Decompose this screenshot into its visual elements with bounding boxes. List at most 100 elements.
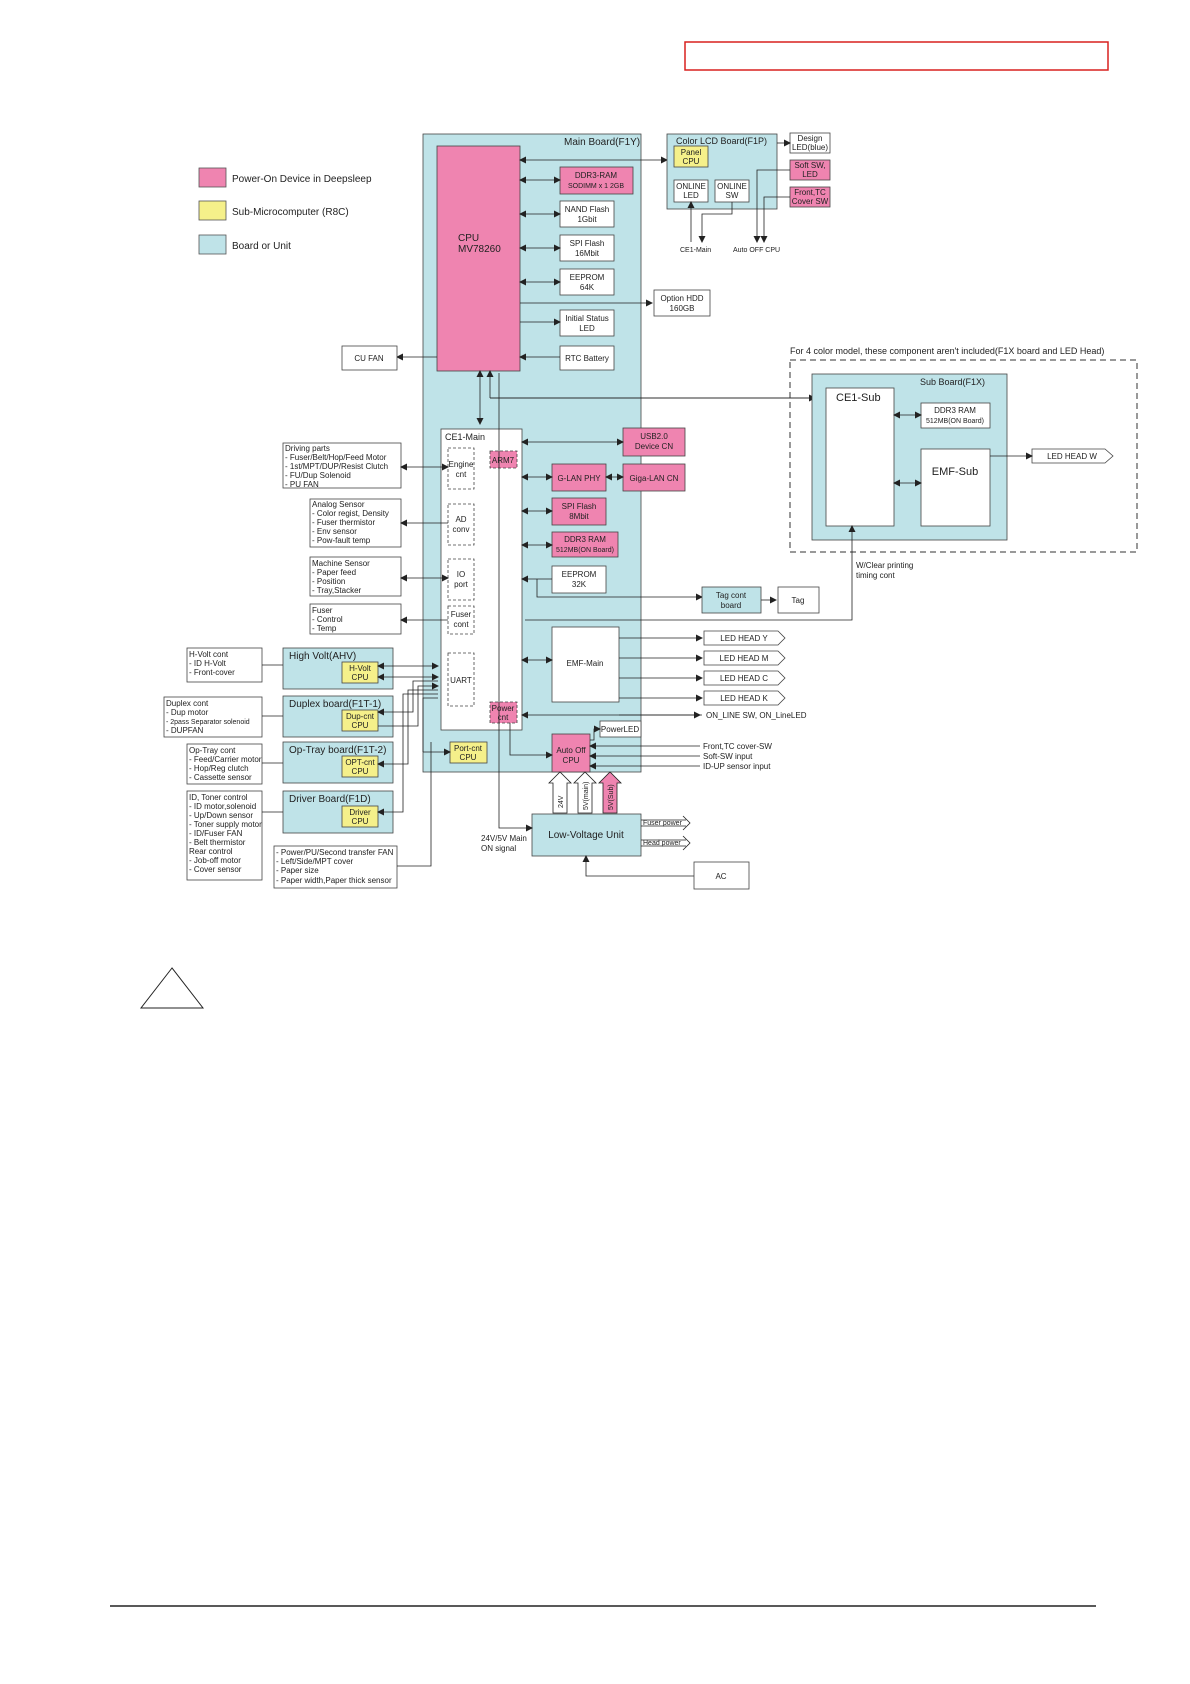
- hvolt-cont-line-1: H-Volt cont: [189, 650, 229, 659]
- led-head-y: LED HEAD Y: [703, 630, 786, 646]
- rtc-battery-block: [559, 345, 615, 371]
- power-cnt-label: Power: [492, 704, 515, 713]
- hvolt-cpu-sub: CPU: [352, 673, 369, 682]
- ad-conv-sub: conv: [453, 525, 470, 534]
- led-head-y-label: LED HEAD Y: [720, 634, 768, 643]
- optray-cont-line-4: - Cassette sensor: [189, 773, 252, 782]
- power-led-label: PowerLED: [601, 725, 639, 734]
- port-cnt-cpu-sub: CPU: [460, 753, 477, 762]
- main-board-title: Main Board(F1Y): [564, 137, 640, 148]
- hvolt-cont-line-2: - ID H-Volt: [189, 659, 227, 668]
- fuser-cont-sub: cont: [453, 620, 469, 629]
- rtc-battery-label: RTC Battery: [565, 354, 609, 363]
- ddr3-ram-label: DDR3-RAM: [575, 171, 618, 180]
- spi-flash-label: SPI Flash: [570, 239, 605, 248]
- usb-label: USB2.0: [640, 432, 668, 441]
- analog-line-5: - Pow-fault temp: [312, 536, 371, 545]
- panel-cpu-sub: CPU: [683, 157, 700, 166]
- spi-flash2-label: SPI Flash: [562, 502, 597, 511]
- io-port-sub: port: [454, 580, 469, 589]
- cpu-model: MV78260: [458, 244, 501, 255]
- io-port-label: IO: [457, 570, 465, 579]
- volt-5v-sub-arrow: [598, 771, 622, 814]
- optray-cont-line-2: - Feed/Carrier motor: [189, 755, 262, 764]
- tag-block: [777, 586, 820, 614]
- toner-line-7: Rear control: [189, 847, 233, 856]
- opt-cpu-label: OPT-cnt: [345, 758, 375, 767]
- driving-line-3: - 1st/MPT/DUP/Resist Clutch: [285, 462, 388, 471]
- sub-board-title: Sub Board(F1X): [920, 377, 985, 387]
- auto-off-cpu-block: [551, 733, 591, 773]
- toner-line-3: - Up/Down sensor: [189, 811, 253, 820]
- eeprom2-block: [551, 565, 607, 594]
- toner-cont-block: [186, 790, 263, 881]
- analog-line-3: - Fuser thermistor: [312, 518, 375, 527]
- fuser-block: [309, 603, 402, 635]
- driver-cpu-block: [341, 805, 379, 828]
- volt-5v-sub-label: 5V(Sub): [608, 784, 615, 810]
- led-head-w: LED HEAD W: [1031, 448, 1114, 464]
- sub-ddr3-block: [920, 402, 991, 429]
- panel-cpu-block: [673, 145, 709, 168]
- spi-flash-block: [559, 234, 615, 262]
- ddr3-onboard-label: DDR3 RAM: [564, 535, 606, 544]
- cpu-label: CPU: [458, 233, 479, 244]
- ce1-ad-conv: [447, 503, 475, 546]
- toner-line-8: - Job-off motor: [189, 856, 241, 865]
- ce1-engine-cnt: [447, 447, 475, 490]
- arm7-block: [489, 450, 518, 469]
- analog-line-1: Analog Sensor: [312, 500, 365, 509]
- ddr3-onboard-size: 512MB(ON Board): [556, 547, 614, 554]
- emf-sub-label: EMF-Sub: [932, 466, 978, 478]
- analog-sensor-block: [309, 498, 402, 548]
- eeprom-size: 64K: [580, 283, 595, 292]
- auto-off-cpu-label-lcd: Auto OFF CPU: [733, 247, 780, 254]
- sub-ddr3-label: DDR3 RAM: [934, 406, 976, 415]
- duplex-cont-block: [163, 696, 263, 738]
- signal-label-1: 24V/5V Main: [481, 834, 527, 843]
- spi-flash2-size: 8Mbit: [569, 512, 589, 521]
- ddr3-onboard-block: [551, 531, 619, 558]
- machine-sensor-block: [309, 556, 402, 597]
- power-pu-line-3: - Paper size: [276, 866, 319, 875]
- driving-line-2: - Fuser/Belt/Hop/Feed Motor: [285, 453, 387, 462]
- initial-status-led-label: Initial Status: [565, 314, 609, 323]
- online-sw-text: ON_LINE SW, ON_LineLED: [706, 711, 807, 720]
- nand-flash-size: 1Gbit: [577, 215, 597, 224]
- legend-label-board: Board or Unit: [232, 241, 291, 252]
- option-hdd-block: [653, 289, 711, 317]
- lvu-label: Low-Voltage Unit: [548, 830, 624, 841]
- ce1-fuser-cont: [447, 605, 475, 635]
- fuser-line-3: - Temp: [312, 624, 337, 633]
- warning-triangle: [139, 967, 205, 1009]
- eeprom2-label: EEPROM: [562, 570, 597, 579]
- power-pu-block: [273, 845, 398, 889]
- ce1-sub-block: [825, 387, 895, 527]
- spi-flash-size: 16Mbit: [575, 249, 600, 258]
- legend: Power-On Device in Deepsleep Sub-Microco…: [198, 167, 372, 255]
- online-led-sub: LED: [683, 191, 699, 200]
- head-power-label: Head power: [643, 840, 681, 847]
- arm7-label: ARM7: [492, 456, 515, 465]
- fuser-cont-label: Fuser: [451, 610, 472, 619]
- tag-cont-sub: board: [721, 601, 741, 610]
- legend-swatch-sub-micro: [198, 200, 227, 221]
- uart-label: UART: [450, 676, 472, 685]
- dup-cpu-sub: CPU: [352, 721, 369, 730]
- ce1-main-label: CE1-Main: [445, 432, 485, 442]
- toner-line-6: - Belt thermistor: [189, 838, 246, 847]
- input-soft-sw: Soft-SW input: [703, 752, 753, 761]
- emf-sub-block: [920, 448, 991, 527]
- low-voltage-unit: [531, 813, 642, 857]
- wclear-label-2: timing cont: [856, 571, 895, 580]
- toner-line-9: - Cover sensor: [189, 865, 242, 874]
- machine-line-2: - Paper feed: [312, 568, 356, 577]
- signal-label-2: ON signal: [481, 844, 516, 853]
- duplex-cont-line-3: - 2pass Separator solenoid: [166, 719, 250, 726]
- hvolt-cont-line-3: - Front-cover: [189, 668, 235, 677]
- engine-cnt-sub: cnt: [456, 470, 467, 479]
- driving-line-1: Driving parts: [285, 444, 330, 453]
- option-hdd-label: Option HDD: [660, 294, 703, 303]
- fuser-power-label: Fuser power: [643, 820, 683, 827]
